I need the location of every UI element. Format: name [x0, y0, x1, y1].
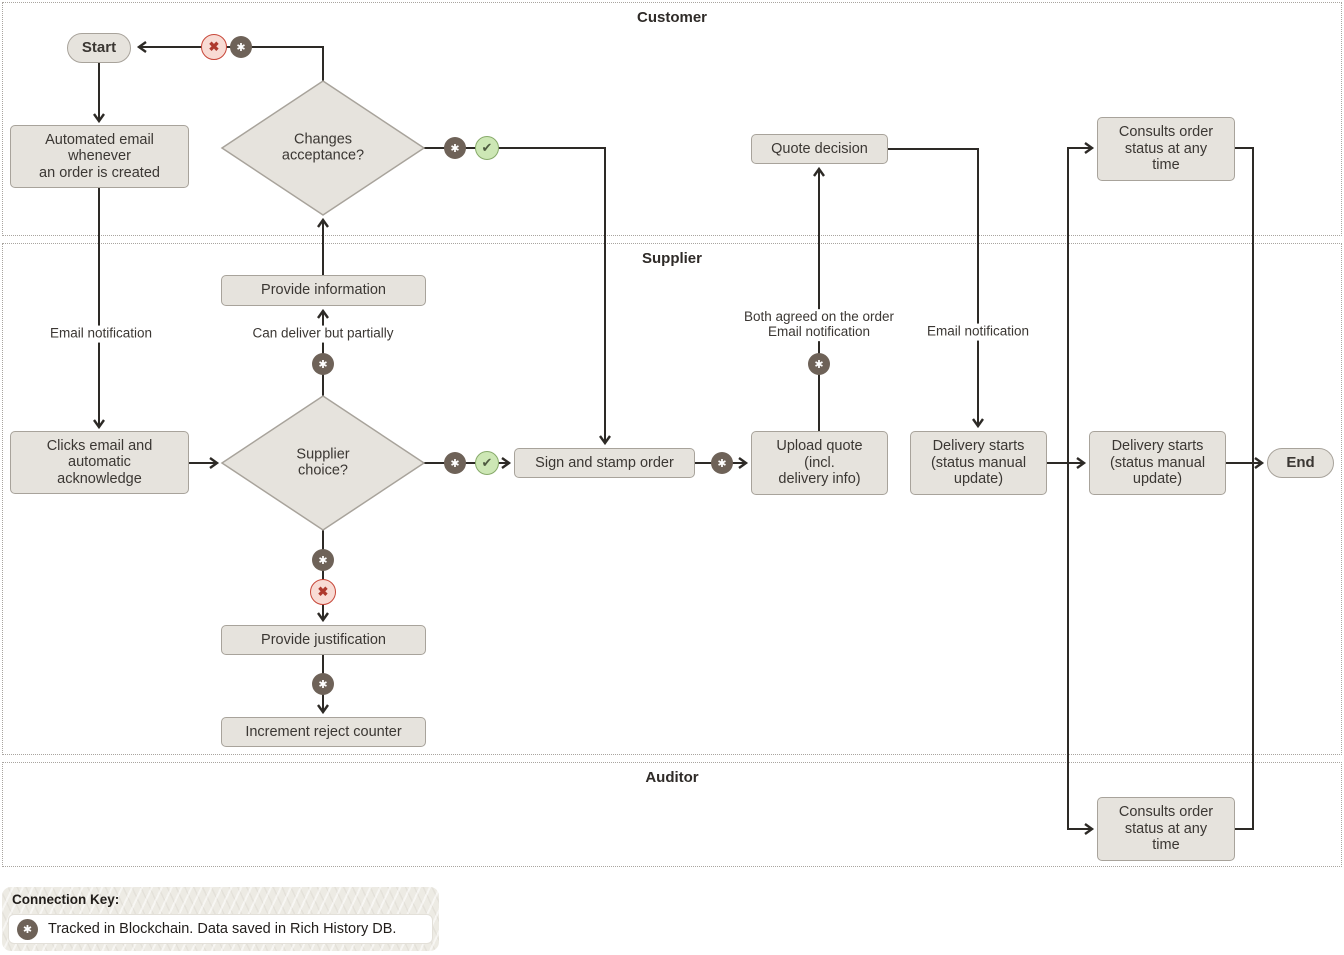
node-sign-and-stamp-order: Sign and stamp order — [514, 448, 695, 478]
node-quote-decision: Quote decision — [751, 134, 888, 164]
edge-quote-decision-to-delivery-1 — [888, 148, 984, 429]
edge-changes-no-to-start — [136, 41, 324, 81]
accept-check-icon: ✔ — [475, 136, 499, 160]
lane-customer: Customer — [2, 2, 1342, 236]
cross-glyph: ✖ — [208, 39, 220, 54]
blockchain-tracked-icon: ✱ — [17, 918, 38, 940]
connection-key-title: Connection Key: — [12, 892, 120, 907]
asterisk-glyph: ✱ — [450, 142, 460, 155]
connection-key-panel: Connection Key: ✱ Tracked in Blockchain.… — [2, 887, 439, 951]
blockchain-tracked-icon: ✱ — [444, 452, 466, 474]
lane-customer-title: Customer — [636, 9, 707, 26]
node-delivery-starts-1: Delivery starts (status manual update) — [910, 431, 1047, 495]
edge-label-email-notification-left: Email notification — [44, 325, 158, 343]
edge-label-can-deliver-partially: Can deliver but partially — [247, 325, 399, 343]
node-provide-justification: Provide justification — [221, 625, 426, 655]
node-consults-order-status-auditor: Consults order status at any time — [1097, 797, 1235, 861]
changes-acceptance-diamond-shape — [220, 80, 426, 216]
edge-consults-return-line — [1235, 147, 1254, 830]
asterisk-glyph: ✱ — [318, 554, 328, 567]
blockchain-tracked-icon: ✱ — [312, 673, 334, 695]
edge-label-email-notification-right: Email notification — [921, 323, 1035, 341]
blockchain-tracked-icon: ✱ — [808, 353, 830, 375]
connection-key-item-text: Tracked in Blockchain. Data saved in Ric… — [48, 921, 397, 937]
cross-glyph: ✖ — [317, 584, 329, 599]
edge-to-consults-customer — [1067, 142, 1095, 463]
blockchain-tracked-icon: ✱ — [711, 452, 733, 474]
edge-to-consults-auditor — [1067, 463, 1095, 835]
edge-label-both-agreed: Both agreed on the order Email notificat… — [738, 309, 900, 341]
check-glyph: ✔ — [481, 140, 493, 155]
blockchain-tracked-icon: ✱ — [312, 549, 334, 571]
blockchain-tracked-icon: ✱ — [312, 353, 334, 375]
asterisk-glyph: ✱ — [318, 358, 328, 371]
supplier-choice-diamond-shape — [220, 395, 426, 531]
asterisk-glyph: ✱ — [22, 923, 33, 936]
node-consults-order-status-customer: Consults order status at any time — [1097, 117, 1235, 181]
node-upload-quote: Upload quote (incl. delivery info) — [751, 431, 888, 495]
blockchain-tracked-icon: ✱ — [230, 36, 252, 58]
reject-cross-icon: ✖ — [310, 579, 336, 605]
node-clicks-email: Clicks email and automatic acknowledge — [10, 431, 189, 494]
asterisk-glyph: ✱ — [717, 457, 727, 470]
blockchain-tracked-icon: ✱ — [444, 137, 466, 159]
node-increment-reject-counter: Increment reject counter — [221, 717, 426, 747]
asterisk-glyph: ✱ — [450, 457, 460, 470]
node-delivery-starts-2: Delivery starts (status manual update) — [1089, 431, 1226, 495]
asterisk-glyph: ✱ — [814, 358, 824, 371]
accept-check-icon: ✔ — [475, 451, 499, 475]
node-end: End — [1267, 448, 1334, 478]
lane-auditor: Auditor — [2, 762, 1342, 867]
node-automated-email: Automated email whenever an order is cre… — [10, 125, 189, 188]
asterisk-glyph: ✱ — [236, 41, 246, 54]
connection-key-item: ✱ Tracked in Blockchain. Data saved in R… — [8, 914, 433, 944]
node-provide-information: Provide information — [221, 275, 426, 306]
lane-supplier-title: Supplier — [641, 250, 702, 267]
node-start: Start — [67, 33, 131, 63]
edge-changes-yes-to-sign-stamp — [424, 147, 611, 446]
reject-cross-icon: ✖ — [201, 34, 227, 60]
check-glyph: ✔ — [481, 455, 493, 470]
asterisk-glyph: ✱ — [318, 678, 328, 691]
lane-supplier: Supplier — [2, 243, 1342, 755]
lane-auditor-title: Auditor — [645, 769, 699, 786]
